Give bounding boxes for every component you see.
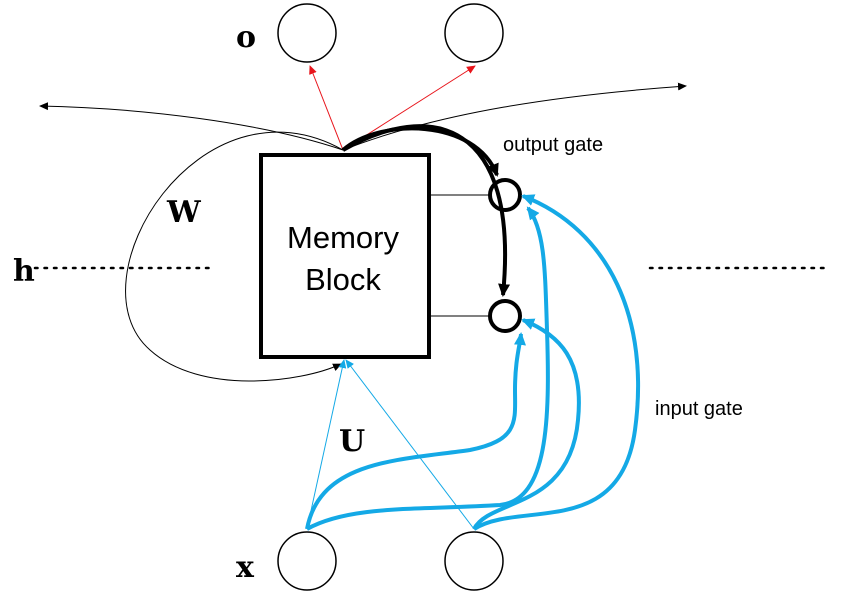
x1-to-input-gate-arrow [305,332,526,530]
output-node-1 [277,3,337,63]
hidden-arrow-right [342,82,687,151]
x1-to-output-gate-arrow [306,206,550,531]
input-gate-node [488,299,522,333]
memory-block-label-line1: Memory [287,220,399,255]
label-x: x [236,550,255,585]
memory-block-label-line2: Block [305,262,381,297]
red-arrow-to-output-1 [309,65,344,151]
input-node-1 [277,531,337,591]
x1-to-block-arrow [306,359,347,530]
x2-to-block-arrow [345,359,475,530]
x2-to-input-gate-arrow [472,318,581,531]
output-gate-label: output gate [503,134,603,156]
label-o: o [236,20,256,55]
memory-block [259,153,431,359]
x2-to-output-gate-arrow [472,194,640,531]
output-node-2 [444,3,504,63]
hidden-arrow-left [39,102,344,151]
label-h: h [13,254,35,289]
label-w: W [166,195,202,230]
input-gate-label: input gate [655,398,743,420]
label-u: U [339,424,365,459]
recurrent-loop-arrow [125,131,344,382]
block-to-input-gate-arrow [342,124,511,297]
input-node-2 [444,531,504,591]
